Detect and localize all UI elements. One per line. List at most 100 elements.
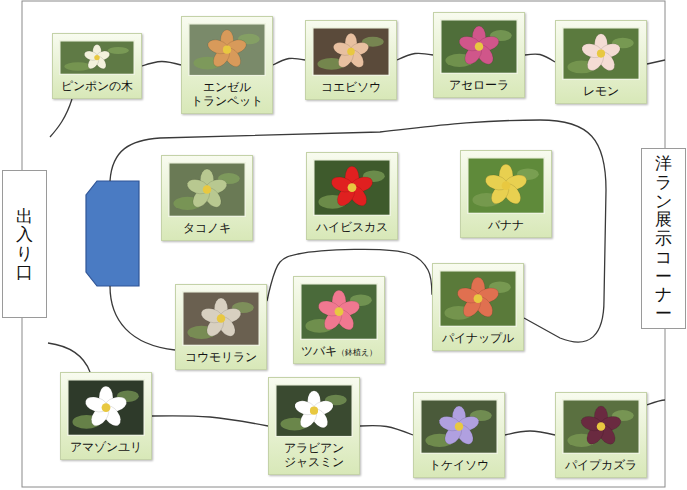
plant-label: ツバキ（鉢植え） <box>296 345 382 359</box>
plant-photo <box>182 291 260 346</box>
plant-card: バナナ <box>460 150 552 238</box>
flower-center <box>474 294 483 303</box>
plant-name: ハイビスカス <box>316 220 388 234</box>
plant-photo <box>67 379 145 436</box>
plant-card: パイナップル <box>432 263 524 351</box>
plant-label: アラビアン ジャスミン <box>271 442 357 470</box>
petal <box>580 41 604 60</box>
photo-ground <box>67 379 145 436</box>
flower-center <box>502 181 511 190</box>
petal <box>332 40 354 57</box>
pond-shape <box>86 181 139 286</box>
walkway-line <box>110 286 175 350</box>
plant-label: トケイソウ <box>416 459 502 473</box>
plant-photo <box>562 27 640 80</box>
plant-card: アセローラ <box>433 12 525 98</box>
plant-name: アラビアン ジャスミン <box>284 441 344 469</box>
plant-label: ハイビスカス <box>309 221 395 235</box>
plant-photo <box>275 384 353 437</box>
area-box: 出入り口 <box>2 170 47 318</box>
flower-center <box>223 46 231 54</box>
plant-card: コウモリラン <box>175 284 267 370</box>
area-name: 出入り口 <box>16 206 33 282</box>
plant-name: レモン <box>583 84 619 98</box>
photo-ground <box>420 399 498 454</box>
plant-card: アラビアン ジャスミン <box>268 377 360 475</box>
photo-ground <box>439 270 517 327</box>
walkway-line <box>647 400 665 405</box>
photo-ground <box>313 159 391 216</box>
plant-label: コエビソウ <box>308 81 394 95</box>
flower-center <box>102 403 111 412</box>
walkway-line <box>273 58 305 65</box>
plant-card: ピンポンの木 <box>52 33 142 99</box>
leaf <box>64 62 91 70</box>
walkway-line <box>152 416 268 426</box>
plant-photo <box>562 399 640 454</box>
walkway-line <box>50 99 72 137</box>
flower-center <box>310 407 318 415</box>
plant-name: タコノキ <box>183 221 231 235</box>
flower-center <box>335 307 344 316</box>
photo-ground <box>562 399 640 454</box>
flower-center <box>597 50 605 58</box>
plant-photo <box>439 270 517 327</box>
walkway-line <box>647 60 665 64</box>
photo-ground <box>168 162 246 217</box>
plant-label: コウモリラン <box>178 351 264 365</box>
flower-center <box>94 55 99 60</box>
plant-card: タコノキ <box>161 155 253 241</box>
walkway-line <box>397 53 433 60</box>
petal <box>206 37 230 56</box>
plant-name: アセローラ <box>449 78 509 92</box>
photo-ground <box>562 27 640 80</box>
walkway-line <box>360 426 413 435</box>
plant-name: バナナ <box>488 218 524 232</box>
flower-center <box>348 183 357 192</box>
plant-name: （鉢植え） <box>337 348 377 357</box>
walkway-line <box>142 61 181 66</box>
photo-ground <box>59 40 135 75</box>
plant-label: アセローラ <box>436 79 522 93</box>
walkway-line <box>48 343 90 372</box>
photo-ground <box>467 157 545 214</box>
plant-card: ハイビスカス <box>306 152 398 240</box>
plant-label: ピンポンの木 <box>55 80 139 94</box>
flower-center <box>455 422 464 431</box>
plant-label: バナナ <box>463 219 549 233</box>
area-label: 出入り口 <box>16 207 33 282</box>
plant-photo <box>312 27 390 76</box>
plant-label: タコノキ <box>164 222 250 236</box>
plant-label: パイナップル <box>435 332 521 346</box>
plant-card: パイプカズラ <box>555 392 647 478</box>
photo-ground <box>312 27 390 76</box>
plant-photo <box>300 283 378 340</box>
walkway-line <box>525 54 555 62</box>
plant-name: ツバキ <box>301 344 337 358</box>
plant-photo <box>188 23 266 76</box>
plant-name: パイナップル <box>442 331 514 345</box>
flower-center <box>475 42 484 51</box>
plant-photo <box>59 40 135 75</box>
plant-label: レモン <box>558 85 644 99</box>
plant-card: エンゼル トランペット <box>181 16 273 114</box>
plant-photo <box>168 162 246 217</box>
plant-photo <box>440 19 518 74</box>
plant-name: ピンポンの木 <box>61 79 133 93</box>
plant-photo <box>420 399 498 454</box>
area-box: 洋ラン展示コーナー <box>641 148 686 329</box>
photo-ground <box>440 19 518 74</box>
plant-card: アマゾンユリ <box>60 372 152 460</box>
flower-center <box>347 48 355 56</box>
area-label: 洋ラン展示コーナー <box>655 154 672 322</box>
plant-card: コエビソウ <box>305 20 397 100</box>
area-name: 洋ラン展示コーナー <box>655 153 672 323</box>
walkway-line <box>505 431 555 435</box>
flower-center <box>597 422 606 431</box>
photo-ground <box>275 384 353 437</box>
flower-center <box>203 185 212 194</box>
plant-label: パイプカズラ <box>558 459 644 473</box>
plant-photo <box>313 159 391 216</box>
plant-label: エンゼル トランペット <box>184 81 270 109</box>
